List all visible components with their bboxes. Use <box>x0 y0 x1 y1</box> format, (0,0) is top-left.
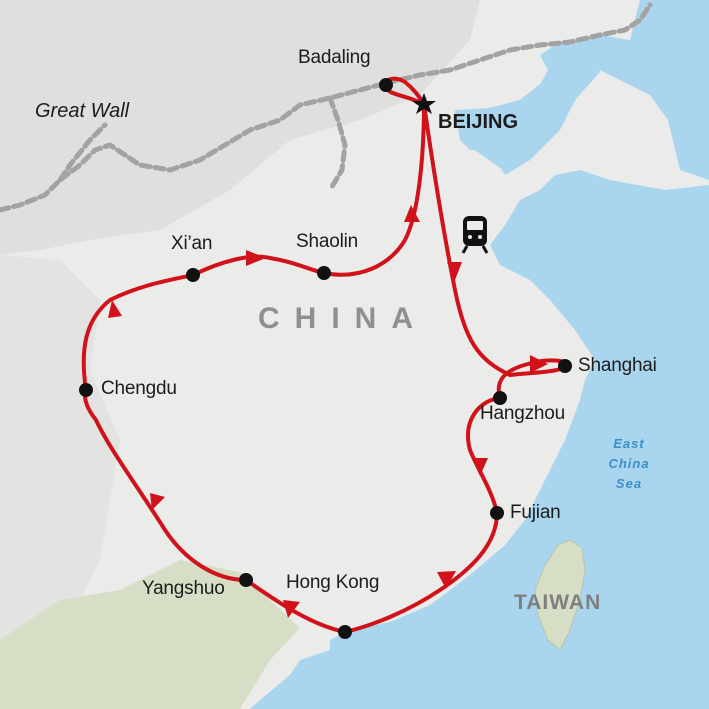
route-segment-xian-shaolin <box>191 254 326 277</box>
sea-label-line3: Sea <box>615 476 643 491</box>
train-icon <box>461 216 489 254</box>
arrow-to-shanghai <box>447 262 462 280</box>
dot-marker-badaling <box>379 78 393 92</box>
dot-marker-fujian <box>490 506 504 520</box>
route-segment-yangshuo-chengdu <box>83 388 248 582</box>
country-label-taiwan: TAIWAN <box>514 591 602 614</box>
city-label-hongkong: Hong Kong <box>286 572 380 593</box>
route-segment-beijing-shanghai <box>422 102 512 377</box>
bohai-inlet <box>455 58 600 168</box>
stop-markers <box>79 78 572 639</box>
arrow-to-shaolin <box>246 250 266 266</box>
arrow-to-yangshuo <box>283 600 300 618</box>
city-label-yangshuo: Yangshuo <box>142 578 225 599</box>
route-segment-shaolin-beijing <box>322 102 426 277</box>
route-arrows <box>108 205 548 618</box>
dot-marker-hongkong <box>338 625 352 639</box>
city-label-fujian: Fujian <box>510 502 561 523</box>
arrow-to-fujian <box>472 458 488 476</box>
sea-label: East China Sea <box>607 434 651 494</box>
taiwan-island <box>534 539 586 651</box>
route-segment-hangzhou-fujian <box>466 396 502 515</box>
route-segment-fujian-hongkong <box>343 511 499 634</box>
country-label-china: CHINA <box>258 302 428 335</box>
city-label-shaolin: Shaolin <box>296 231 358 252</box>
star-icon <box>412 93 436 114</box>
sea-label-line2: China <box>608 456 650 471</box>
dot-marker-shaolin <box>317 266 331 280</box>
sea-area-east <box>250 170 709 709</box>
arrow-to-chengdu <box>150 493 165 510</box>
city-label-beijing: BEIJING <box>438 111 519 133</box>
city-label-badaling: Badaling <box>298 47 371 68</box>
arrow-to-hangzhou <box>530 355 548 373</box>
great-wall-line-west <box>57 122 108 183</box>
dot-marker-yangshuo <box>239 573 253 587</box>
great-wall-line-branch <box>327 95 348 193</box>
dot-marker-shanghai <box>558 359 572 373</box>
southeast-asia-land <box>0 560 300 709</box>
dot-marker-hangzhou <box>493 391 507 405</box>
arrow-to-xian <box>108 300 122 318</box>
dot-marker-chengdu <box>79 383 93 397</box>
great-wall-label: Great Wall <box>35 100 130 122</box>
route-segment-chengdu-xian <box>81 273 195 392</box>
dot-marker-xian <box>186 268 200 282</box>
sea-label-line1: East <box>613 436 645 451</box>
arrow-to-beijing <box>404 205 420 222</box>
great-wall-line <box>0 2 653 213</box>
northern-plateau-shading <box>0 0 480 255</box>
western-plateau-shading <box>0 255 120 660</box>
city-label-xian: Xi’an <box>171 233 213 254</box>
arrow-to-hongkong <box>437 571 456 589</box>
city-label-chengdu: Chengdu <box>101 378 177 399</box>
route-segment-shanghai-hangzhou <box>496 358 569 400</box>
city-label-hangzhou: Hangzhou <box>480 403 566 424</box>
city-label-shanghai: Shanghai <box>578 355 657 376</box>
